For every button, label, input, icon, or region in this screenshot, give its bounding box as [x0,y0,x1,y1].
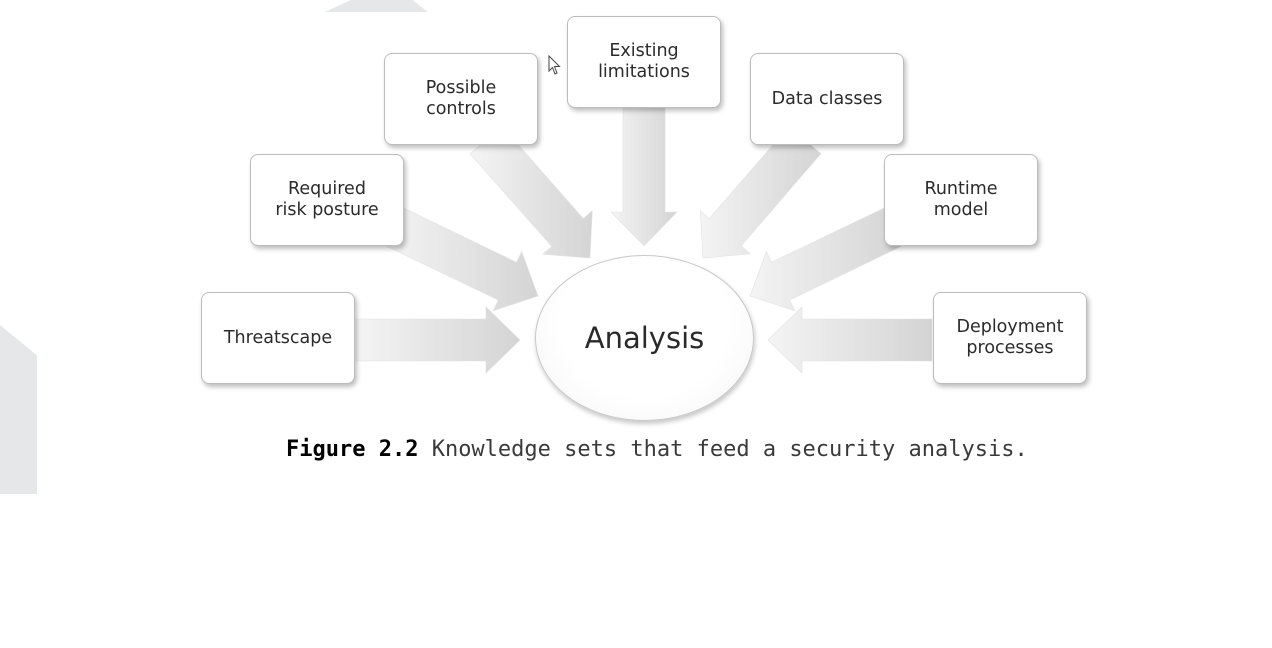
input-node-existing-limitations: Existing limitations [567,16,721,108]
input-node-runtime-model: Runtime model [884,154,1038,246]
caption-text: Knowledge sets that feed a security anal… [418,437,1028,462]
figure-caption: Figure 2.2 Knowledge sets that feed a se… [286,433,1028,467]
arrow-existing-limitations-to-analysis [610,107,678,247]
arrow-threatscape-to-analysis [355,306,521,374]
arrow-data-classes-to-analysis [699,125,822,259]
input-node-required-risk-posture: Required risk posture [250,154,404,246]
arrow-deployment-processes-to-analysis [767,306,933,374]
arrow-runtime-model-to-analysis [749,207,903,312]
input-node-deployment-processes: Deployment processes [933,292,1087,384]
input-node-threatscape: Threatscape [201,292,355,384]
analysis-node: Analysis [535,255,754,421]
background-shape-left [0,325,37,494]
figure-label: Figure 2.2 [286,437,419,462]
mouse-cursor-icon [548,55,561,75]
input-node-data-classes: Data classes [750,53,904,145]
input-node-possible-controls: Possible controls [384,53,538,145]
arrow-possible-controls-to-analysis [469,125,593,259]
background-shape-top [325,0,428,12]
arrow-required-risk-posture-to-analysis [385,207,539,312]
